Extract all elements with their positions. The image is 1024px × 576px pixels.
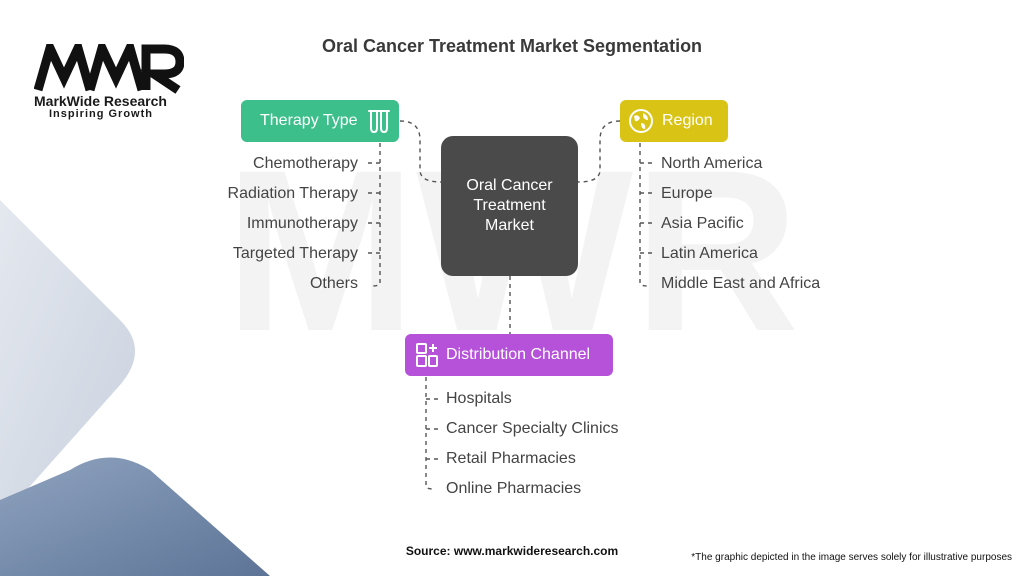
list-item: Others <box>309 275 358 292</box>
category-label: Region <box>662 112 713 129</box>
category-label: Distribution Channel <box>446 346 591 363</box>
source-text: Source: www.markwideresearch.com <box>405 544 619 558</box>
category-therapy-type: Therapy Type <box>241 100 399 142</box>
list-item: Europe <box>661 185 713 202</box>
test-tubes-icon <box>367 108 391 134</box>
list-item: Targeted Therapy <box>232 245 358 262</box>
list-item: Latin America <box>661 245 758 262</box>
list-item: Cancer Specialty Clinics <box>446 420 619 437</box>
center-market-node: Oral Cancer Treatment Market <box>441 136 578 276</box>
category-distribution-channel: Distribution Channel <box>405 334 613 376</box>
list-item: Online Pharmacies <box>446 480 582 497</box>
logo-mark <box>34 44 184 94</box>
list-item: Middle East and Africa <box>661 275 821 292</box>
list-item: Retail Pharmacies <box>446 450 576 467</box>
channel-icon <box>415 342 439 368</box>
disclaimer-note: *The graphic depicted in the image serve… <box>691 552 1012 563</box>
category-label: Therapy Type <box>260 112 358 129</box>
page-title: Oral Cancer Treatment Market Segmentatio… <box>321 36 703 56</box>
list-item: North America <box>661 155 763 172</box>
list-item: Asia Pacific <box>661 215 744 232</box>
category-region: Region <box>620 100 728 142</box>
list-item: Chemotherapy <box>253 155 358 172</box>
center-label: Oral Cancer Treatment Market <box>466 177 553 234</box>
list-item: Immunotherapy <box>246 215 358 232</box>
list-item: Hospitals <box>446 390 512 407</box>
list-item: Radiation Therapy <box>227 185 358 202</box>
logo-tagline: Inspiring Growth <box>49 108 153 120</box>
globe-icon <box>628 108 654 134</box>
logo-name: MarkWide Research <box>34 93 167 109</box>
